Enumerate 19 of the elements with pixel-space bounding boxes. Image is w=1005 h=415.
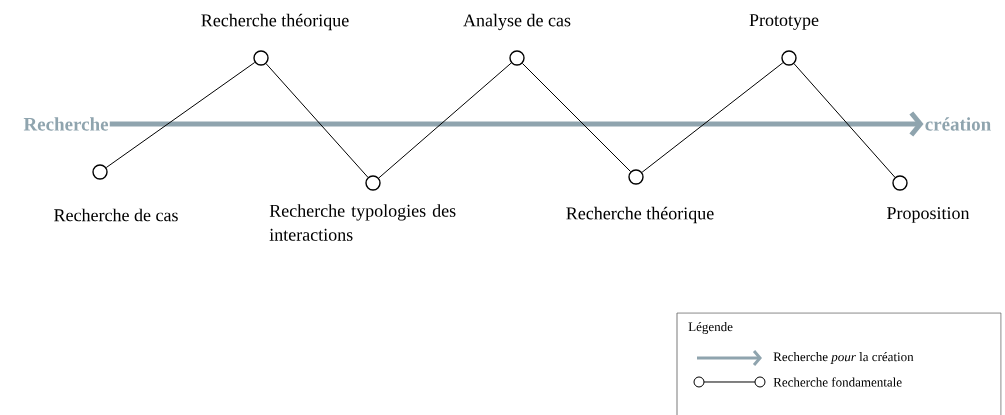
connector-line	[521, 62, 632, 173]
milestone-label: Prototype	[749, 14, 819, 30]
milestone-label: Proposition	[887, 207, 970, 223]
milestone-label: Recherche typologies des interactions	[269, 204, 456, 241]
axis-label: création	[925, 117, 991, 131]
connector-line	[378, 62, 512, 179]
connector-line	[641, 62, 784, 173]
connector-line	[105, 61, 256, 169]
legend-text: Recherche pour la création	[773, 352, 914, 364]
progress-arrow	[109, 111, 924, 137]
connector-line	[793, 63, 896, 178]
milestone-label: Recherche de cas	[54, 208, 178, 222]
milestone-label: Analyse de cas	[463, 13, 571, 31]
legend-text: Recherche fondamentale	[773, 377, 902, 387]
milestone-label: Recherche théorique	[201, 13, 349, 31]
axis-label: Recherche	[23, 117, 109, 131]
connector-line	[265, 63, 369, 178]
milestone-label: Recherche théorique	[566, 206, 714, 224]
legend-title: Légende	[688, 322, 733, 334]
